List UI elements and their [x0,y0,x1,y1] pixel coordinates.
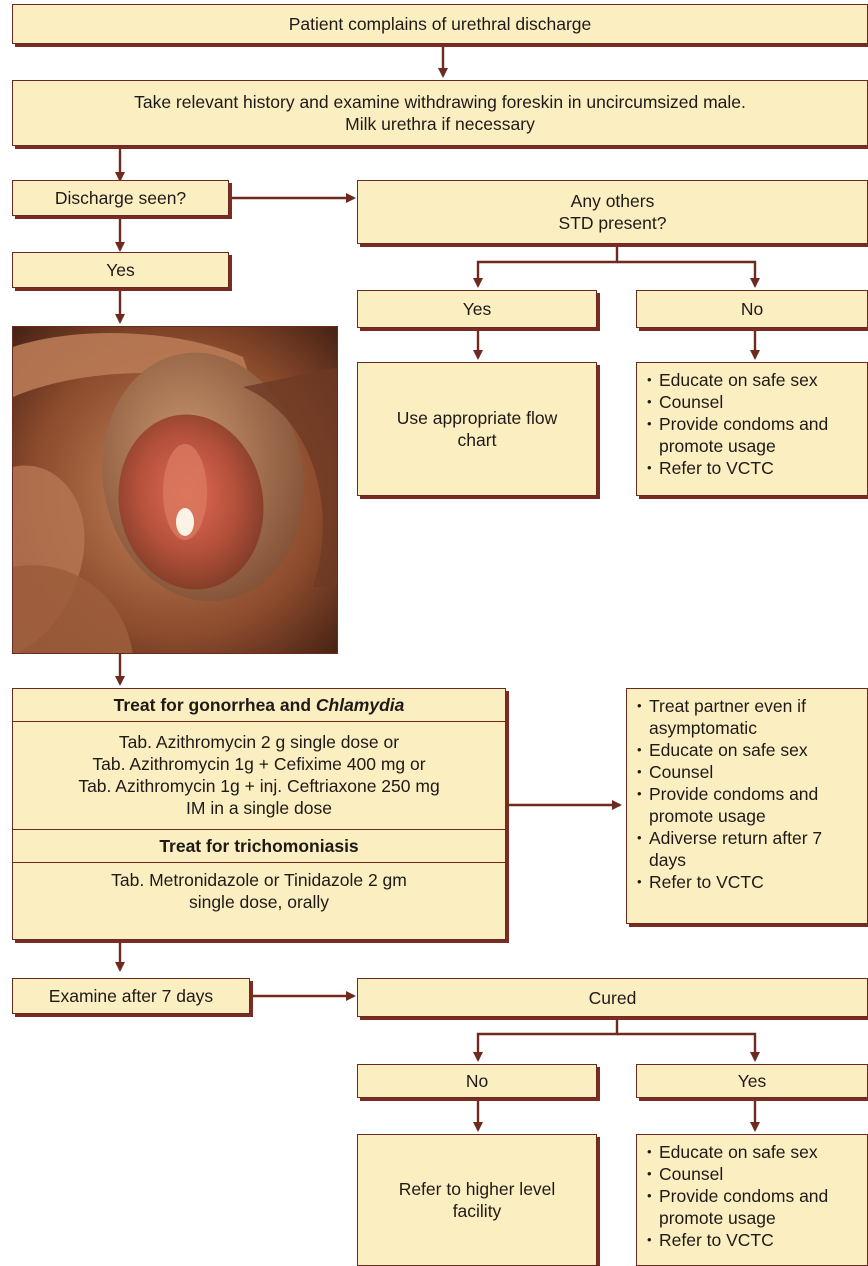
regimen-line: Tab. Azithromycin 1g + inj. Ceftriaxone … [19,775,499,797]
advice-item-continuation: promote usage [645,1207,861,1229]
advice-item: Educate on safe sex [635,739,861,761]
regimen-line: Tab. Metronidazole or Tinidazole 2 gm [19,869,499,891]
other-std-line1: Any others [571,190,655,212]
cured-yes-text: Yes [738,1070,767,1092]
other-std-box: Any others STD present? [357,180,868,244]
flow-chart-box: Use appropriate flow chart [357,362,597,496]
cured-no-text: No [466,1070,488,1092]
regimen-line: IM in a single dose [19,797,499,819]
advice-item-continuation: promote usage [635,805,861,827]
advice-item: Provide condoms and [635,783,861,805]
examine-text: Examine after 7 days [49,985,213,1007]
discharge-yes-text: Yes [106,259,135,281]
advice-item-continuation: days [635,849,861,871]
no-std-advice-box: Educate on safe sex Counsel Provide cond… [636,362,868,496]
partner-advice-box: Treat partner even if asymptomatic Educa… [626,688,868,924]
refer-box: Refer to higher level facility [357,1134,597,1266]
trichomoniasis-header: Treat for trichomoniasis [13,830,505,863]
other-std-line2: STD present? [559,212,667,234]
advice-item: Refer to VCTC [645,1229,861,1251]
gonorrhea-header-text: Treat for gonorrhea and [114,695,316,715]
std-yes-text: Yes [463,298,492,320]
discharge-seen-text: Discharge seen? [55,187,186,209]
refer-line2: facility [453,1200,502,1222]
arrow-otherstd-no [617,262,755,286]
clinical-photo [12,326,338,654]
std-yes-box: Yes [357,290,597,328]
flow-chart-line2: chart [458,429,497,451]
complaint-text: Patient complains of urethral discharge [289,13,592,35]
complaint-box: Patient complains of urethral discharge [12,4,868,44]
partner-advice-list: Treat partner even if asymptomatic Educa… [627,689,867,893]
no-std-advice-list: Educate on safe sex Counsel Provide cond… [637,363,867,479]
advice-item-continuation: asymptomatic [635,717,861,739]
advice-item: Educate on safe sex [645,1141,861,1163]
advice-item: Counsel [645,1163,861,1185]
trichomoniasis-regimen: Tab. Metronidazole or Tinidazole 2 gm si… [13,863,505,919]
discharge-seen-box: Discharge seen? [12,180,229,216]
cured-text: Cured [589,987,637,1009]
std-no-box: No [636,290,868,328]
chlamydia-text: Chlamydia [316,695,405,715]
history-box: Take relevant history and examine withdr… [12,80,868,146]
advice-item: Counsel [635,761,861,783]
arrow-cured-yes [617,1034,755,1060]
regimen-line: Tab. Azithromycin 2 g single dose or [19,731,499,753]
advice-item: Educate on safe sex [645,369,861,391]
advice-item-continuation: promote usage [645,435,861,457]
std-no-text: No [741,298,763,320]
discharge-yes-box: Yes [12,252,229,288]
treatment-box: Treat for gonorrhea and Chlamydia Tab. A… [12,688,506,940]
arrow-cured-no [478,1017,617,1060]
advice-item: Provide condoms and [645,1185,861,1207]
advice-item: Counsel [645,391,861,413]
advice-item: Adiverse return after 7 [635,827,861,849]
cured-advice-box: Educate on safe sex Counsel Provide cond… [636,1134,868,1266]
arrow-otherstd-yes [478,244,617,286]
cured-yes-box: Yes [636,1064,868,1098]
gonorrhea-regimen: Tab. Azithromycin 2 g single dose or Tab… [13,722,505,830]
cured-box: Cured [357,978,868,1017]
gonorrhea-header: Treat for gonorrhea and Chlamydia [13,689,505,722]
examine-box: Examine after 7 days [12,978,250,1014]
history-text-line1: Take relevant history and examine withdr… [134,91,746,113]
history-text-line2: Milk urethra if necessary [345,113,535,135]
flow-chart-line1: Use appropriate flow [397,407,558,429]
advice-item: Refer to VCTC [645,457,861,479]
cured-advice-list: Educate on safe sex Counsel Provide cond… [637,1135,867,1251]
advice-item: Treat partner even if [635,695,861,717]
regimen-line: single dose, orally [19,891,499,913]
advice-item: Provide condoms and [645,413,861,435]
cured-no-box: No [357,1064,597,1098]
refer-line1: Refer to higher level [399,1178,556,1200]
regimen-line: Tab. Azithromycin 1g + Cefixime 400 mg o… [19,753,499,775]
advice-item: Refer to VCTC [635,871,861,893]
